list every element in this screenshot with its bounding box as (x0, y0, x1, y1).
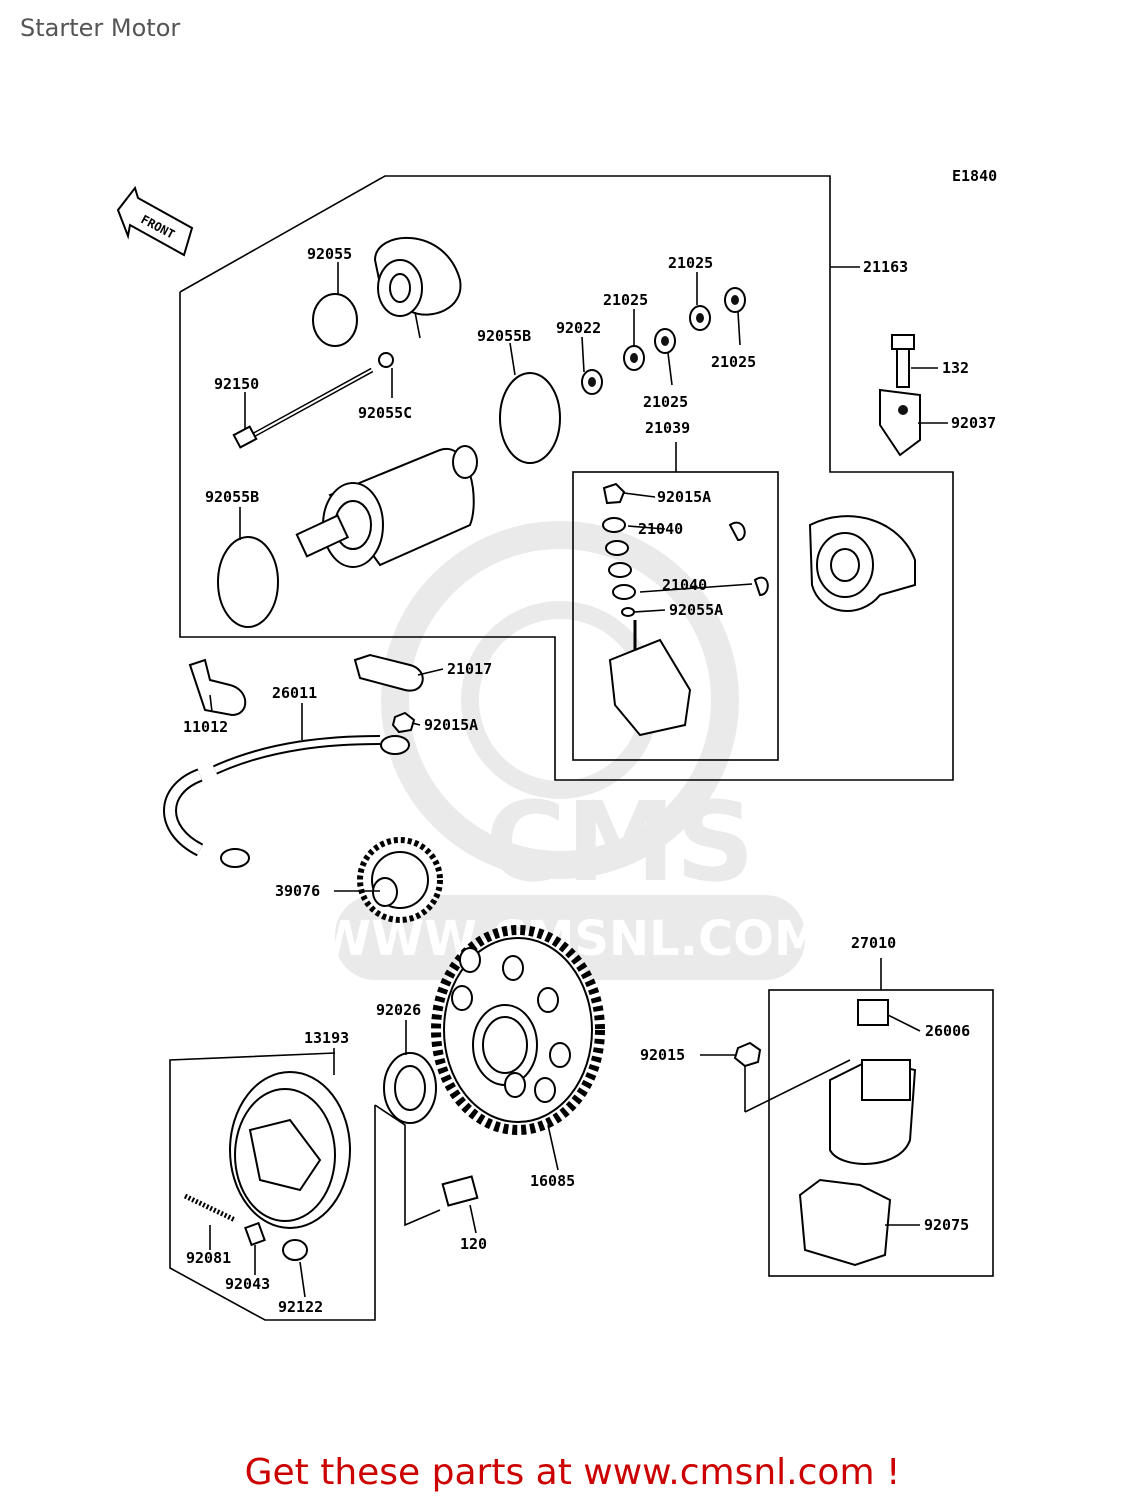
callout-16085: 16085 (530, 1172, 575, 1190)
idle-gear-part (357, 837, 443, 923)
callout-26006: 26006 (925, 1022, 970, 1040)
o-ring-92055b-top (499, 372, 561, 464)
callout-92055b-top: 92055B (477, 327, 531, 345)
callout-21025-a: 21025 (603, 291, 648, 309)
callout-92055b-left: 92055B (205, 488, 259, 506)
callout-13193: 13193 (304, 1029, 349, 1047)
nut-92015 (733, 1041, 762, 1068)
front-cover-part (808, 515, 916, 612)
footer-link[interactable]: Get these parts at www.cmsnl.com ! (244, 1452, 901, 1493)
callout-39076: 39076 (275, 882, 320, 900)
callout-92150: 92150 (214, 375, 259, 393)
callout-92026: 92026 (376, 1001, 421, 1019)
end-cover-part (373, 236, 462, 317)
through-bolt-part (232, 367, 374, 449)
one-way-clutch-part (229, 1071, 351, 1229)
callout-92075: 92075 (924, 1216, 969, 1234)
cable-parts (163, 653, 424, 868)
callout-21025-d: 21025 (643, 393, 688, 411)
watermark: CMS WWW.CMSNL.COM (318, 521, 822, 980)
callout-27010: 27010 (851, 934, 896, 952)
callout-120: 120 (460, 1235, 487, 1253)
callout-21040-b: 21040 (662, 576, 707, 594)
callout-92055c: 92055C (358, 404, 412, 422)
callout-11012: 11012 (183, 718, 228, 736)
leader-lines (209, 262, 948, 1298)
starter-motor-body (295, 445, 478, 568)
callout-21163: 21163 (863, 258, 908, 276)
callout-92037: 92037 (951, 414, 996, 432)
callout-21025-b: 21025 (668, 254, 713, 272)
callout-26011: 26011 (272, 684, 317, 702)
page-title: Starter Motor (20, 14, 181, 42)
callout-21039: 21039 (645, 419, 690, 437)
front-arrow-icon: FRONT (116, 185, 194, 257)
callout-92081: 92081 (186, 1249, 231, 1267)
o-ring-92055 (312, 293, 358, 347)
clutch-small-parts (183, 1175, 479, 1261)
callout-92015: 92015 (640, 1046, 685, 1064)
callout-92122: 92122 (278, 1298, 323, 1316)
watermark-brand: CMS (485, 778, 754, 906)
o-ring-92055b-left (217, 536, 279, 628)
callout-92015a-top: 92015A (657, 488, 711, 506)
callout-21025-c: 21025 (711, 353, 756, 371)
diagram-code: E1840 (952, 167, 997, 185)
bolt-bracket-part (879, 334, 921, 457)
starter-clutch-gear-part (431, 925, 605, 1135)
callout-21017: 21017 (447, 660, 492, 678)
callout-92055: 92055 (307, 245, 352, 263)
brush-holder-parts (602, 482, 769, 737)
starter-relay-part (798, 999, 917, 1267)
callout-92015a-bot: 92015A (424, 716, 478, 734)
callout-92055a: 92055A (669, 601, 723, 619)
callout-21040-a: 21040 (638, 520, 683, 538)
callout-92022: 92022 (556, 319, 601, 337)
part-callouts: 92055 92150 92055C 92055B 92022 21025 21… (183, 245, 996, 1316)
callout-132: 132 (942, 359, 969, 377)
assembly-outline (179, 175, 954, 781)
callout-92043: 92043 (225, 1275, 270, 1293)
